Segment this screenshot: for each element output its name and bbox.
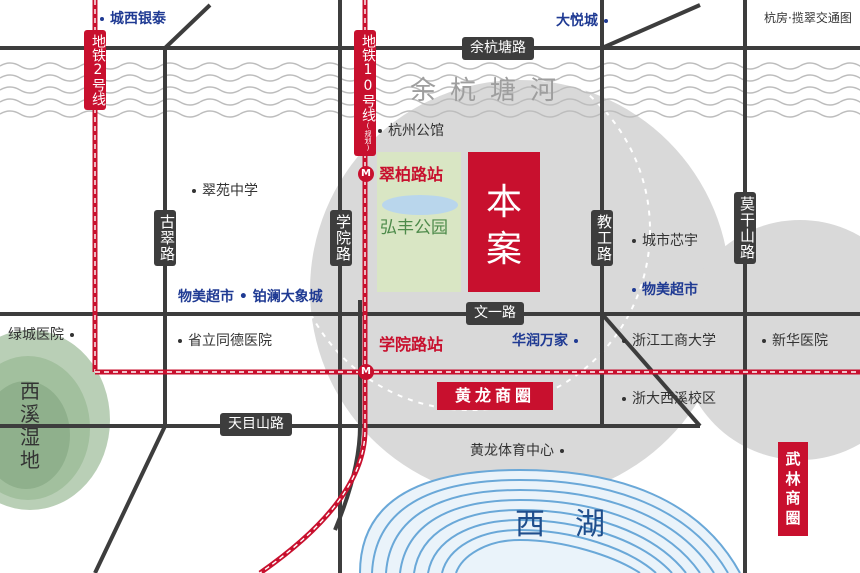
metro-line-10-label: 地铁10号线 bbox=[360, 34, 376, 122]
poi-chengshi-xinyu: 城市芯宇 bbox=[632, 234, 698, 248]
poi-dot bbox=[632, 288, 636, 292]
poi-hangzhou-gongguan: 杭州公馆 bbox=[378, 124, 444, 138]
poi-label: 大悦城 bbox=[556, 13, 598, 29]
poi-cuiyuan-school: 翠苑中学 bbox=[192, 184, 258, 198]
poi-dot bbox=[560, 449, 564, 453]
poi-label: 省立同德医院 bbox=[188, 333, 272, 349]
poi-tongde-hospital: 省立同德医院 bbox=[178, 334, 272, 348]
road-yuhangtang: 余杭塘路 bbox=[462, 37, 534, 60]
lake-label: 西湖 bbox=[515, 507, 635, 542]
district-huanglong: 黄龙商圈 bbox=[437, 382, 554, 410]
poi-label: 翠苑中学 bbox=[202, 183, 258, 199]
road-xueyuan: 学院路 bbox=[330, 210, 352, 266]
project-label: 本案 bbox=[485, 182, 522, 270]
metro-line-10-badge: 地铁10号线(规划) bbox=[354, 30, 376, 156]
metro-line-2-badge: 地铁2号线 bbox=[84, 30, 106, 110]
poi-label: 城西银泰 bbox=[110, 11, 166, 27]
poi-wumei-bailan: 物美超市 • 铂澜大象城 bbox=[178, 289, 323, 305]
district-wulin: 武林商圈 bbox=[778, 442, 808, 536]
poi-label: 浙大西溪校区 bbox=[632, 391, 716, 407]
poi-dot bbox=[100, 17, 104, 21]
poi-label: 华润万家 bbox=[512, 333, 568, 349]
poi-dot bbox=[622, 339, 626, 343]
road-jiaogong: 教工路 bbox=[591, 210, 613, 266]
poi-label: 黄龙体育中心 bbox=[470, 443, 554, 459]
project-box bbox=[468, 152, 540, 292]
road-moganshan: 莫干山路 bbox=[734, 192, 756, 264]
canal-river bbox=[0, 62, 860, 118]
poi-huarun: 华润万家 bbox=[512, 334, 584, 348]
park-label: 弘丰公园 bbox=[380, 218, 448, 238]
canal-label: 余杭塘河 bbox=[410, 76, 571, 106]
poi-chengxi-yintai: 城西银泰 bbox=[100, 12, 166, 26]
metro-m-icon: M bbox=[358, 364, 374, 380]
poi-label: 新华医院 bbox=[772, 333, 828, 349]
poi-label: 杭州公馆 bbox=[388, 123, 444, 139]
west-lake-area bbox=[359, 468, 741, 573]
poi-dot bbox=[378, 129, 382, 133]
poi-wumei: 物美超市 bbox=[632, 283, 698, 297]
wulin-zone bbox=[680, 220, 860, 460]
poi-label: 物美超市 bbox=[642, 282, 698, 298]
poi-dot bbox=[70, 333, 74, 337]
poi-dot bbox=[632, 239, 636, 243]
poi-dot bbox=[622, 397, 626, 401]
poi-xinhua-hospital: 新华医院 bbox=[762, 334, 828, 348]
map-title: 杭房·揽翠交通图 bbox=[764, 11, 852, 25]
road-tianmushan: 天目山路 bbox=[220, 413, 292, 436]
poi-label: 浙江工商大学 bbox=[632, 333, 716, 349]
poi-dot bbox=[604, 19, 608, 23]
poi-dot bbox=[192, 189, 196, 193]
poi-label: 绿城医院 bbox=[8, 327, 64, 343]
metro-m-icon: M bbox=[358, 166, 374, 182]
poi-dayuecheng: 大悦城 bbox=[556, 14, 614, 28]
poi-huanglong-sports: 黄龙体育中心 bbox=[470, 444, 570, 458]
park-pond bbox=[382, 195, 458, 215]
poi-dot bbox=[178, 339, 182, 343]
poi-dot bbox=[574, 339, 578, 343]
poi-zju-xixi: 浙大西溪校区 bbox=[622, 392, 716, 406]
metro-lines bbox=[92, 0, 860, 573]
wetland-label: 西溪湿地 bbox=[20, 379, 40, 472]
road-gucui: 古翠路 bbox=[154, 210, 176, 266]
station-cuibai: 翠柏路站 bbox=[379, 165, 444, 184]
road-wenyi: 文一路 bbox=[466, 302, 524, 325]
metro-line-10-sub: (规划) bbox=[364, 122, 372, 152]
poi-lvcheng-hospital: 绿城医院 bbox=[8, 328, 80, 342]
park-area bbox=[377, 152, 461, 292]
poi-label: 城市芯宇 bbox=[642, 233, 698, 249]
poi-zjgsu: 浙江工商大学 bbox=[622, 334, 716, 348]
poi-dot bbox=[762, 339, 766, 343]
station-xueyuan: 学院路站 bbox=[379, 335, 444, 354]
